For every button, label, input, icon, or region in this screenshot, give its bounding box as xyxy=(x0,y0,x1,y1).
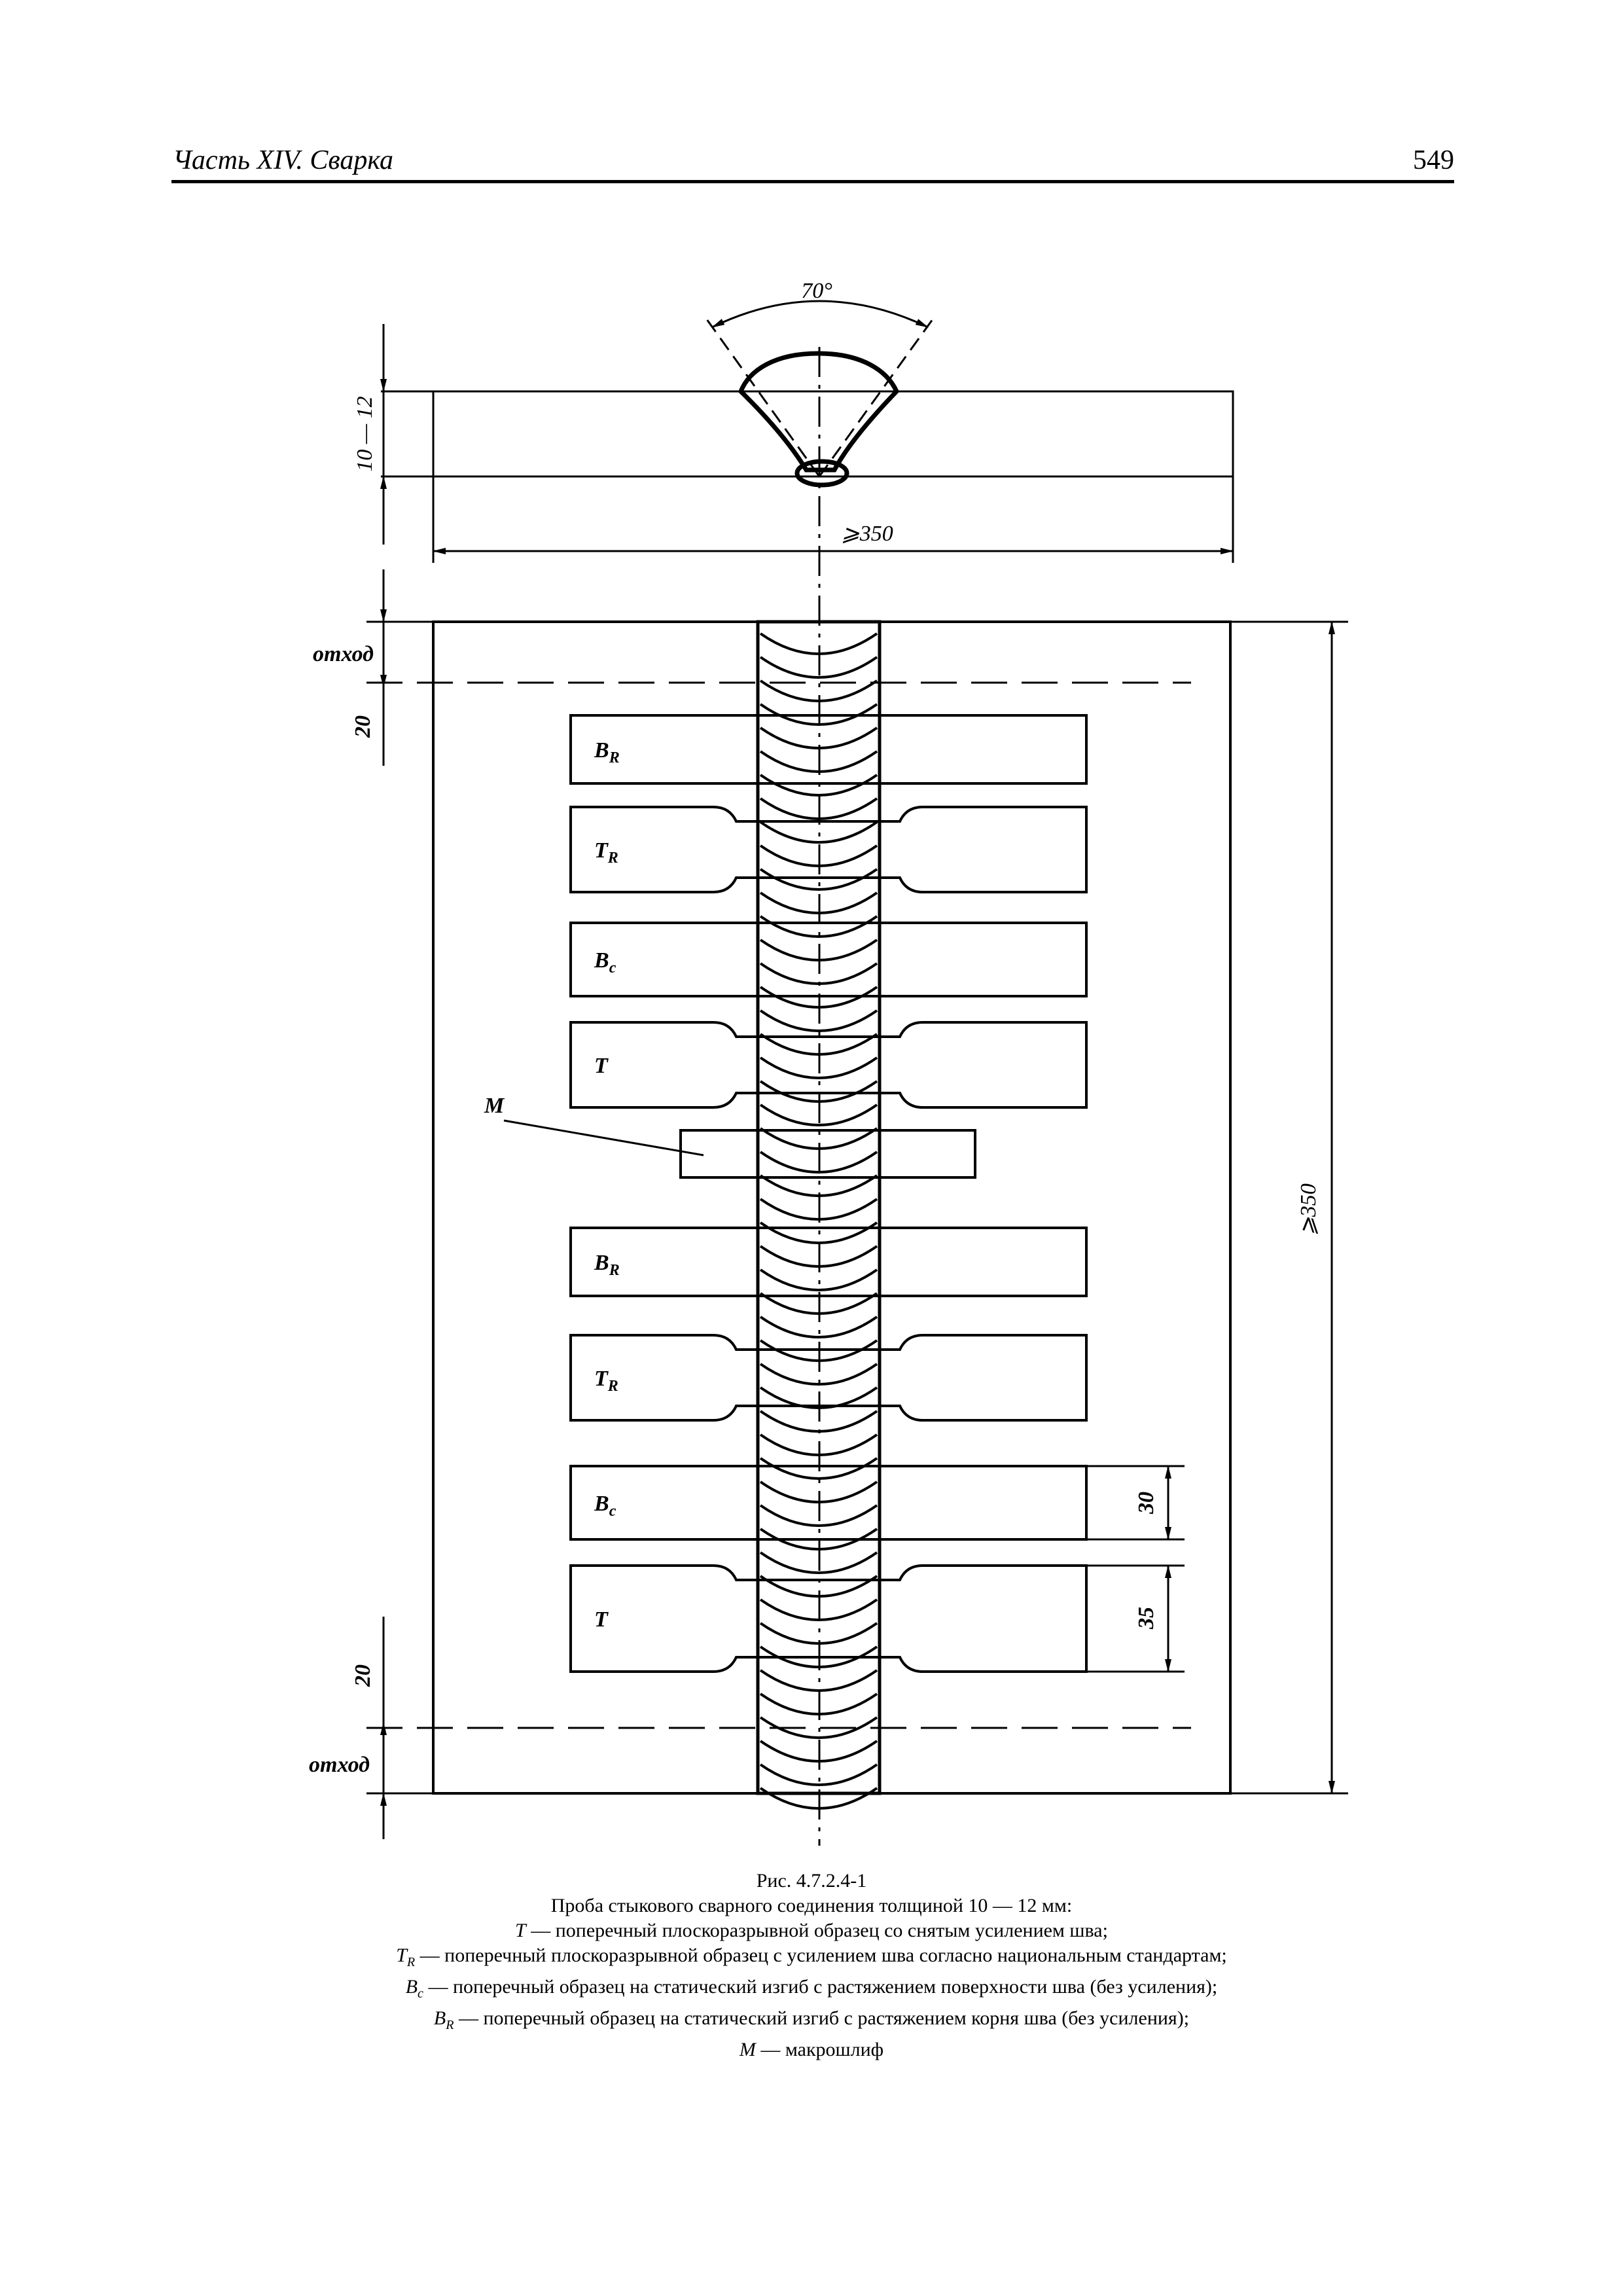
legend-item: BR — поперечный образец на статический и… xyxy=(433,2007,1190,2032)
weld-ripple xyxy=(759,1127,878,1150)
weld-ripple xyxy=(759,1528,878,1551)
weld-ripple xyxy=(759,1103,878,1126)
weld-ripple xyxy=(759,679,878,702)
weld-ripple xyxy=(759,962,878,985)
weld-ripple xyxy=(759,1268,878,1291)
weld-ripple xyxy=(759,1693,878,1715)
weld-ripple xyxy=(759,1669,878,1692)
weld-ripple xyxy=(759,1056,878,1079)
weld-ripple xyxy=(759,726,878,749)
legend-item: TR — поперечный плоскоразрывной образец … xyxy=(396,1945,1227,1969)
edge-margin-label-top: 20 xyxy=(351,715,375,738)
specimen-outline xyxy=(569,1564,1088,1673)
specimen-outline xyxy=(569,1227,1088,1297)
weld-ripple xyxy=(759,1198,878,1221)
weld-ripple xyxy=(759,1645,878,1668)
specimen-label: T xyxy=(594,1607,609,1632)
weld-ripple xyxy=(759,1174,878,1197)
specimen-outline xyxy=(569,1021,1088,1109)
weld-ripple xyxy=(759,844,878,867)
weld-ripple xyxy=(759,821,878,844)
figure-number: Рис. 4.7.2.4-1 xyxy=(756,1870,867,1892)
weld-ripple xyxy=(759,1763,878,1786)
weld-root xyxy=(794,459,849,488)
weld-ripple xyxy=(759,891,878,914)
weld-specimen-drawing: 70° ⩾350 10 — 12 отход 20 20 отход ⩾350 … xyxy=(309,279,1348,1846)
specimen-outline xyxy=(569,714,1088,785)
weld-ripple xyxy=(759,1598,878,1621)
weld-ripple xyxy=(759,1151,878,1174)
legend-item: M — макрошлиф xyxy=(739,2039,884,2060)
weld-ripple xyxy=(759,915,878,938)
legend-item: Bc — поперечный образец на статический и… xyxy=(405,1976,1218,2001)
weld-ripple xyxy=(759,1433,878,1456)
specimen-width-label: 30 xyxy=(1134,1492,1158,1515)
weld-ripple xyxy=(759,1551,878,1574)
page-header: Часть XIV. Сварка 549 xyxy=(171,141,1454,183)
angle-label: 70° xyxy=(801,279,832,303)
weld-ripple xyxy=(759,1033,878,1056)
plate-cross-section xyxy=(432,390,1234,478)
weld-ripple xyxy=(759,703,878,726)
figure-caption: Рис. 4.7.2.4-1 Проба стыкового сварного … xyxy=(0,1869,1623,2062)
weld-ripple xyxy=(759,1316,878,1338)
width-label: ⩾350 xyxy=(841,522,893,546)
specimen-label: T xyxy=(594,1054,609,1078)
length-label: ⩾350 xyxy=(1296,1183,1321,1236)
weld-ripple xyxy=(759,1245,878,1268)
weld-groove xyxy=(738,351,900,473)
thickness-label: 10 — 12 xyxy=(353,396,377,471)
weld-ripple xyxy=(759,1787,878,1810)
page-number: 549 xyxy=(1413,145,1454,175)
specimen-label: BR xyxy=(594,1251,620,1279)
specimen-group xyxy=(569,714,1088,1673)
weld-ripple xyxy=(759,1480,878,1503)
weld-ripple xyxy=(759,1009,878,1032)
weld-ripple xyxy=(759,1386,878,1409)
waste-label-top: отход xyxy=(313,642,374,666)
specimen-label: Bc xyxy=(594,1492,616,1520)
specimen-label: BR xyxy=(594,738,620,766)
legend-item: T — поперечный плоскоразрывной образец с… xyxy=(515,1920,1108,1941)
macro-label: M xyxy=(484,1094,505,1118)
specimen-width-t-label: 35 xyxy=(1134,1607,1158,1630)
weld-ripple xyxy=(759,1740,878,1763)
weld-ripple xyxy=(759,1622,878,1645)
weld-ripple xyxy=(759,939,878,961)
specimen-label: TR xyxy=(594,838,618,867)
weld-ripple xyxy=(759,1221,878,1244)
weld-ripple xyxy=(759,1410,878,1433)
weld-ripple xyxy=(759,1363,878,1386)
specimen-outline xyxy=(569,1334,1088,1422)
specimen-outline xyxy=(569,922,1088,997)
weld-ripple xyxy=(759,632,878,655)
specimen-outline xyxy=(569,1465,1088,1541)
specimen-label: TR xyxy=(594,1367,618,1395)
weld-ripple xyxy=(759,656,878,679)
specimen-label: Bc xyxy=(594,948,616,977)
macro-specimen xyxy=(503,1119,976,1179)
figure-title: Проба стыкового сварного соединения толщ… xyxy=(550,1895,1073,1916)
weld-bead xyxy=(756,620,882,1795)
legend-list: T — поперечный плоскоразрывной образец с… xyxy=(0,1918,1623,2062)
weld-ripple xyxy=(759,1575,878,1598)
edge-margin-label-bottom: 20 xyxy=(351,1664,375,1687)
weld-ripple xyxy=(759,1080,878,1103)
weld-ripple xyxy=(759,1292,878,1315)
angle-arc xyxy=(711,300,929,329)
section-title: Часть XIV. Сварка xyxy=(173,145,393,175)
weld-ripple xyxy=(759,1504,878,1527)
weld-ripple xyxy=(759,750,878,773)
weld-ripple xyxy=(759,797,878,820)
waste-label-bottom: отход xyxy=(309,1753,370,1777)
specimen-outline xyxy=(569,806,1088,893)
weld-ripple xyxy=(759,1716,878,1739)
